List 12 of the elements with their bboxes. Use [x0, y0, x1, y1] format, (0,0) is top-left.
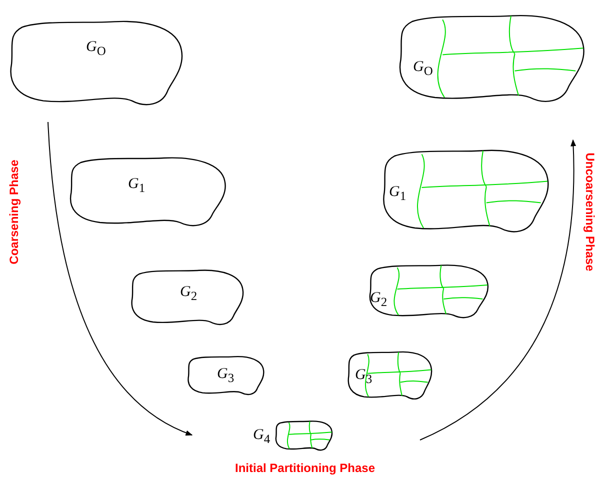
- graph-label: G$_{O}$: [413, 60, 433, 78]
- graph-label: G$_{1}$: [389, 185, 406, 202]
- phase-label: Uncoarsening Phase: [584, 152, 596, 272]
- phase-label: Initial Partitioning Phase: [234, 462, 376, 474]
- graph-label: G$_{2}$: [370, 291, 388, 308]
- graph-label: G$_{O}$: [86, 40, 106, 58]
- graph-label: G$_{3}$: [355, 368, 372, 386]
- graph-label: G$_{3}$: [217, 367, 234, 384]
- graph-label: G$_{1}$: [128, 177, 146, 194]
- graph-label: G$_{4}$: [253, 428, 270, 446]
- graph-label: G$_{2}$: [180, 285, 198, 302]
- phase-label: Coarsening Phase: [8, 160, 20, 264]
